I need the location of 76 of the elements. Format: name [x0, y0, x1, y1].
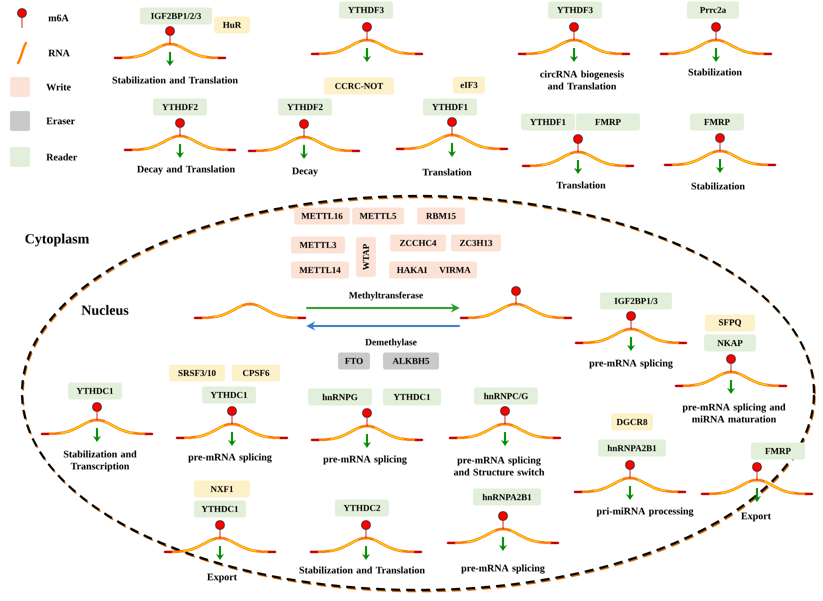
protein-box: YTHDF1: [521, 114, 575, 130]
node-label: FMRP: [595, 119, 621, 125]
function-label: circRNA biogenesis and Translation: [540, 70, 624, 90]
protein-box: SFPQ: [705, 314, 755, 332]
protein-box: YTHDF2: [278, 98, 332, 116]
protein-box: hnRNPC/G: [474, 388, 538, 404]
compartment-label: Cytoplasm: [25, 234, 90, 246]
protein-box: FMRP: [576, 114, 640, 130]
function-label: pre-mRNA splicing: [589, 359, 673, 369]
protein-box: METTL5: [352, 208, 404, 224]
methylated-rna-drawing: [460, 286, 572, 320]
node-label: HAKAI: [396, 267, 427, 273]
protein-box: RBM15: [417, 208, 465, 224]
function-label: Decay: [292, 168, 318, 176]
edge-label: Demethylase: [364, 338, 418, 348]
protein-box: CPSF6: [232, 364, 280, 382]
protein-box: SRSF3/10: [169, 364, 225, 382]
protein-box: FMRP: [690, 114, 744, 130]
protein-box: YTHDC2: [335, 500, 389, 516]
function-label: pre-mRNA splicing: [461, 564, 545, 574]
protein-box: YTHDC1: [68, 382, 122, 400]
legend-label: RNA: [48, 50, 70, 56]
protein-box: FMRP: [751, 442, 805, 460]
function-label: Translation: [556, 181, 606, 188]
protein-box: FTO: [338, 352, 370, 370]
protein-box: METTL14: [291, 262, 349, 278]
function-label: Export: [741, 512, 771, 522]
protein-box: YTHDF3: [548, 2, 602, 18]
protein-box: YTHDC1: [202, 386, 256, 404]
protein-box: NXF1: [194, 480, 250, 498]
protein-box: YTHDC1: [194, 500, 246, 518]
protein-box: WTAP: [356, 237, 376, 277]
function-label: pre-mRNA splicing and miRNA maturation: [682, 403, 786, 423]
protein-box: ALKBH5: [383, 352, 439, 370]
compartment-label: Nucleus: [82, 305, 128, 315]
protein-box: IGF2BP1/2/3: [140, 8, 212, 24]
node-label: VIRMA: [439, 266, 471, 274]
legend-label: Write: [46, 83, 71, 91]
protein-box: HAKAI: [389, 262, 435, 278]
edge-label: Methyltransferase: [348, 290, 424, 302]
function-label: pre-mRNA splicing and Structure switch: [454, 456, 544, 476]
function-label: pre-mRNA splicing: [188, 453, 272, 463]
function-label: Stabilization and Translation: [112, 76, 238, 84]
function-label: Stabilization: [688, 68, 742, 76]
protein-box: VIRMA: [433, 262, 477, 278]
function-label: pri-miRNA processing: [596, 507, 694, 517]
protein-box: METTL16: [294, 208, 350, 224]
protein-box: hnRNPA2B1: [598, 440, 666, 456]
protein-box: Prrc2a: [687, 2, 739, 18]
protein-box: DGCR8: [611, 414, 653, 430]
protein-box: YTHDC1: [383, 388, 441, 406]
function-label: Translation: [422, 168, 472, 176]
protein-box: ZCCHC4: [390, 234, 446, 252]
protein-box: ZC3H13: [451, 234, 501, 252]
node-label: YTHDF1: [530, 119, 566, 125]
legend-label: Eraser: [46, 118, 75, 124]
function-label: Stabilization and Transcription: [64, 450, 137, 472]
protein-box: YTHDF1: [423, 98, 477, 116]
protein-box: NKAP: [704, 334, 756, 352]
function-label: Stabilization: [692, 182, 745, 190]
function-label: Decay and Translation: [137, 165, 235, 175]
legend-label: Reader: [46, 153, 78, 160]
protein-box: hnRNPG: [308, 388, 372, 406]
protein-box: HuR: [214, 16, 250, 34]
function-label: Export: [207, 574, 237, 582]
protein-box: hnRNPA2B1: [473, 488, 541, 506]
protein-box: IGF2BP1/3: [600, 292, 672, 310]
protein-box: eIF3: [453, 76, 485, 94]
legend-label: m6A: [48, 14, 69, 22]
protein-box: CCRC-NOT: [324, 78, 394, 94]
function-label: pre-mRNA splicing: [323, 455, 407, 465]
protein-box: YTHDF3: [339, 2, 393, 18]
protein-box: METTL3: [291, 236, 345, 254]
function-label: Stabilization and Translation: [300, 566, 425, 574]
protein-box: YTHDF2: [153, 98, 207, 116]
rna-drawing: [194, 302, 306, 320]
